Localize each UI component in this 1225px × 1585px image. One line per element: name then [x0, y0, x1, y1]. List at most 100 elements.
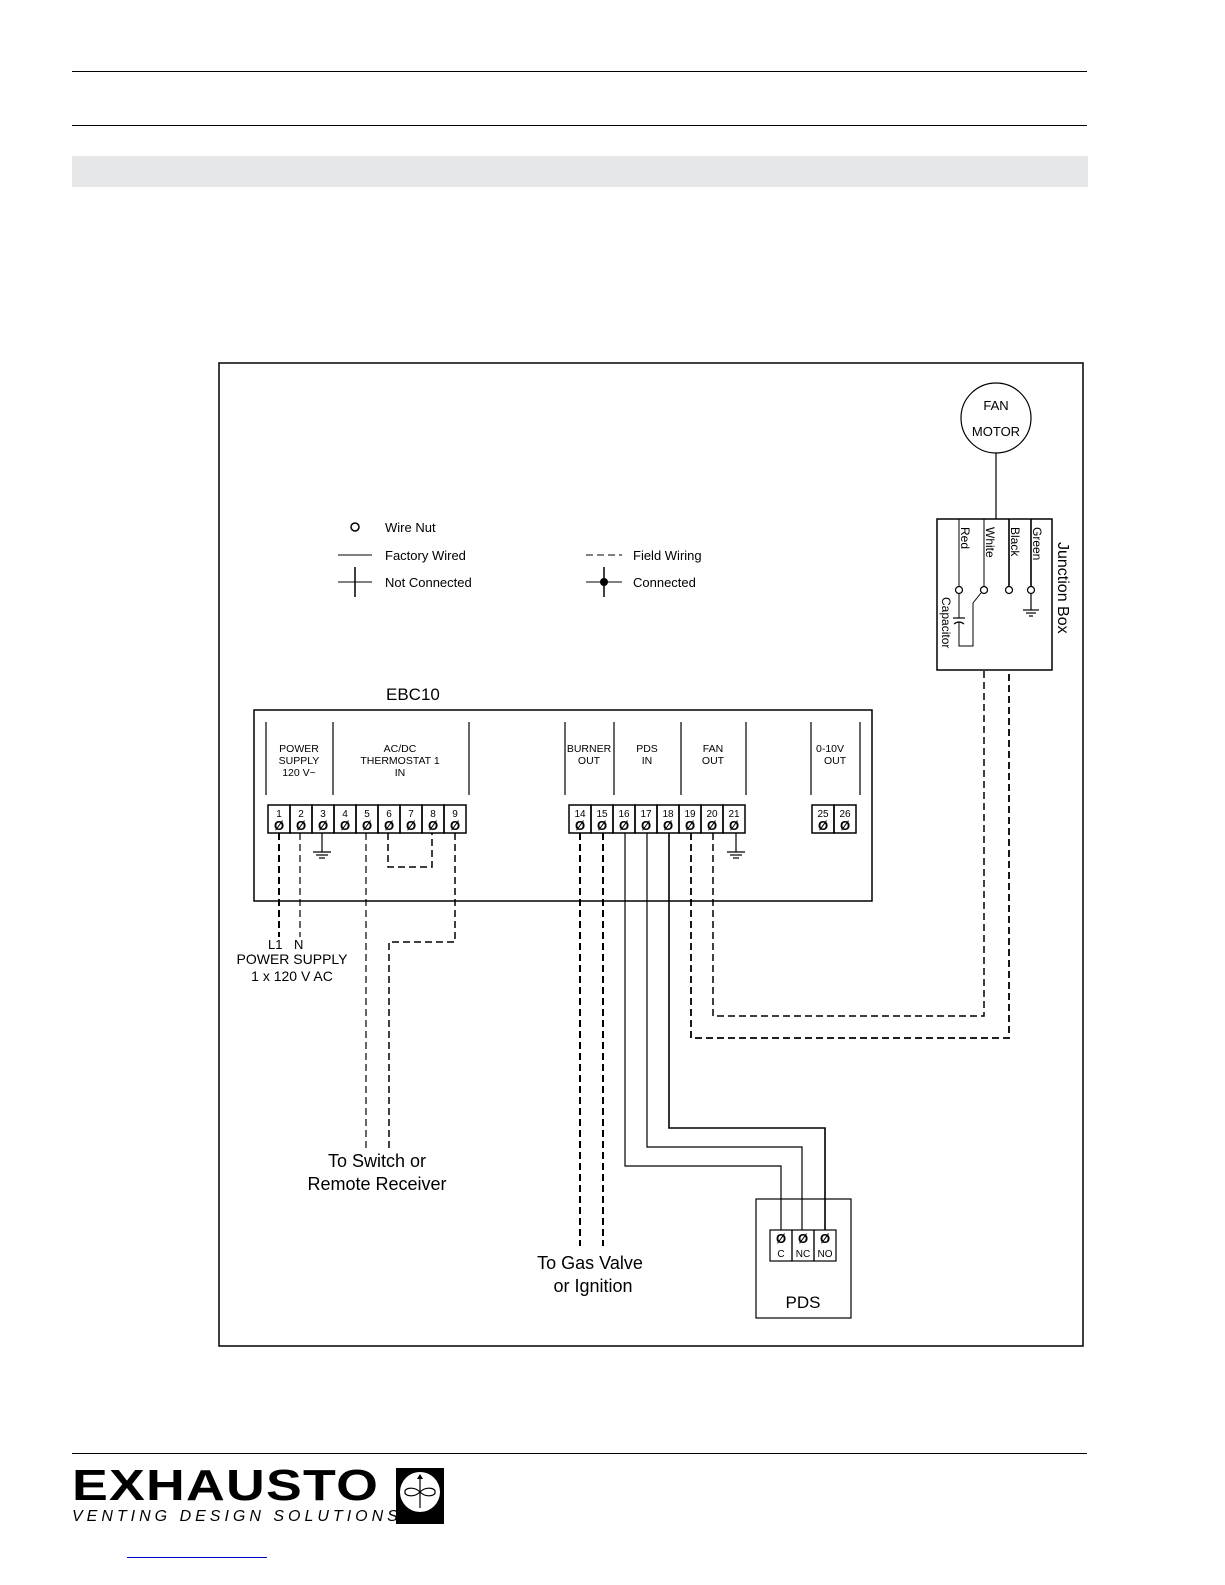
screw-icon: Ø [340, 818, 350, 833]
svg-text:OUT: OUT [702, 755, 725, 767]
connected-icon [586, 567, 622, 597]
svg-text:Capacitor: Capacitor [939, 597, 953, 648]
section-title-band [72, 156, 1088, 187]
fan-motor [960, 382, 1032, 454]
svg-text:PDS: PDS [636, 743, 658, 755]
terminal-number: 2 [298, 809, 304, 820]
screw-icon: Ø [798, 1231, 808, 1246]
power-supply-spec: 1 x 120 V AC [251, 968, 333, 984]
svg-text:OUT: OUT [824, 755, 847, 767]
not-connected-icon [338, 567, 372, 597]
footer-rule [72, 1453, 1087, 1454]
screw-icon: Ø [318, 818, 328, 833]
pds-wires [624, 833, 826, 1230]
gas-label-line2: or Ignition [553, 1276, 632, 1296]
pds-box [755, 1198, 852, 1319]
screw-icon: Ø [274, 818, 284, 833]
screw-icon: Ø [776, 1231, 786, 1246]
screw-icon: Ø [641, 818, 651, 833]
power-n-label: N [294, 937, 303, 952]
fan-motor-label-line1: FAN [983, 398, 1008, 413]
group-fan-out-label: FAN OUT [702, 743, 725, 767]
junction-box-title: Junction Box [1054, 542, 1071, 634]
screw-icon: Ø [575, 818, 585, 833]
gas-label-line1: To Gas Valve [537, 1253, 643, 1273]
group-burner-out-label: BURNER OUT [567, 743, 612, 767]
terminal-number: 26 [839, 809, 851, 820]
group-dividers [265, 722, 861, 795]
footer-link[interactable] [127, 1557, 267, 1558]
svg-text:Green: Green [1030, 527, 1044, 560]
brand-tagline: VENTING DESIGN SOLUTIONS [72, 1508, 402, 1525]
terminal-number: 3 [320, 809, 326, 820]
terminal-number: 25 [817, 809, 829, 820]
screw-icon: Ø [729, 818, 739, 833]
svg-text:POWER: POWER [279, 743, 319, 755]
svg-text:EXHAUSTO: EXHAUSTO [403, 1517, 437, 1523]
pds-terminal-label: NC [796, 1249, 810, 1260]
fan-logo-icon: EXHAUSTO [400, 1472, 440, 1523]
pds-terminal-no: ØNO [813, 1229, 837, 1262]
terminal-number: 20 [706, 809, 718, 820]
screw-icon: Ø [685, 818, 695, 833]
legend-not-connected: Not Connected [385, 575, 472, 590]
power-l1-label: L1 [268, 937, 282, 952]
header-rule-bottom [72, 125, 1087, 126]
ground-icon [727, 833, 745, 859]
screw-icon: Ø [619, 818, 629, 833]
terminal-17: 17Ø [634, 804, 658, 834]
controller-box [253, 709, 873, 902]
svg-text:IN: IN [642, 755, 653, 767]
screw-icon: Ø [820, 1231, 830, 1246]
terminal-number: 1 [276, 809, 282, 820]
group-thermostat-label: AC/DC THERMOSTAT 1 IN [360, 743, 440, 779]
screw-icon: Ø [840, 818, 850, 833]
svg-text:0-10V: 0-10V [816, 743, 844, 755]
screw-icon: Ø [663, 818, 673, 833]
terminal-number: 16 [618, 809, 630, 820]
diagram-frame [218, 362, 1084, 1347]
switch-label-line1: To Switch or [328, 1151, 426, 1171]
svg-text:THERMOSTAT 1: THERMOSTAT 1 [360, 755, 440, 767]
terminal-1: 1Ø [267, 804, 291, 834]
terminal-number: 18 [662, 809, 674, 820]
svg-text:BURNER: BURNER [567, 743, 612, 755]
terminal-6: 6Ø [377, 804, 401, 834]
terminal-15: 15Ø [590, 804, 614, 834]
fan-motor-label-line2: MOTOR [972, 424, 1020, 439]
terminal-21: 21Ø [722, 804, 746, 834]
terminal-8: 8Ø [421, 804, 445, 834]
terminal-number: 21 [728, 809, 740, 820]
legend: Wire Nut Factory Wired Not Connected Fie… [338, 520, 702, 597]
ground-icon [313, 833, 331, 859]
screw-icon: Ø [384, 818, 394, 833]
terminal-number: 7 [408, 809, 414, 820]
terminal-2: 2Ø [289, 804, 313, 834]
terminal-number: 14 [574, 809, 586, 820]
terminal-16: 16Ø [612, 804, 636, 834]
group-0-10v-label: 0-10V OUT [816, 743, 847, 767]
pds-terminal-c: ØC [769, 1229, 793, 1262]
exhausto-logo: EXHAUSTO VENTING DESIGN SOLUTIONS [72, 1464, 402, 1526]
fan-wires [690, 670, 1010, 1039]
pds-terminal-nc: Ø NC [791, 1229, 815, 1262]
svg-text:FAN: FAN [703, 743, 723, 755]
terminal-25: 25Ø [811, 804, 835, 834]
terminal-14: 14Ø [568, 804, 592, 834]
screw-icon: Ø [428, 818, 438, 833]
terminal-number: 5 [364, 809, 370, 820]
group-pds-in-label: PDS IN [636, 743, 658, 767]
switch-label-line2: Remote Receiver [307, 1174, 446, 1194]
legend-field-wiring: Field Wiring [633, 548, 702, 563]
terminal-block-right: 25Ø 26Ø [811, 804, 857, 834]
legend-wire-nut: Wire Nut [385, 520, 436, 535]
screw-icon: Ø [406, 818, 416, 833]
power-supply-label: POWER SUPPLY [237, 951, 349, 967]
group-power-supply-label: POWER SUPPLY 120 V~ [279, 743, 320, 779]
terminal-number: 9 [452, 809, 458, 820]
svg-text:IN: IN [395, 767, 406, 779]
